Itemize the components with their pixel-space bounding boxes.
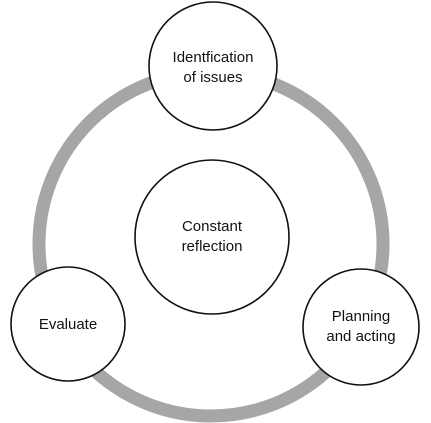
node-evaluate: Evaluate (10, 266, 126, 382)
node-circle (10, 266, 126, 382)
node-label-line2: reflection (182, 238, 243, 255)
node-label-line1: Evaluate (39, 316, 97, 333)
node-constant-reflection: Constant reflection (134, 159, 290, 315)
node-label-line2: of issues (183, 69, 242, 86)
node-label-line1: Planning (332, 308, 390, 325)
node-circle (134, 159, 290, 315)
node-label-line1: Identfication (173, 49, 254, 66)
node-circle (302, 268, 420, 386)
node-label-line1: Constant (182, 218, 243, 235)
node-circle (148, 1, 278, 131)
node-planning-and-acting: Planning and acting (302, 268, 420, 386)
node-label-line2: and acting (326, 328, 395, 345)
node-identification-of-issues: Identfication of issues (148, 1, 278, 131)
